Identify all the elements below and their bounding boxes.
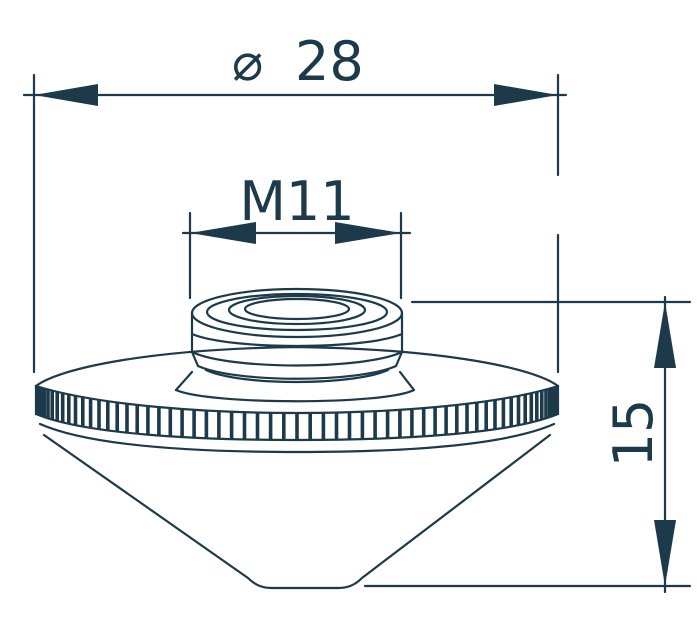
diameter-dimension [22, 73, 568, 374]
stem-mid-band [190, 332, 404, 348]
nozzle-cone [42, 433, 552, 590]
thread-label: M11 [239, 170, 354, 233]
thread-arrow-right [335, 222, 401, 244]
collar-step [174, 370, 416, 392]
bore-outer [227, 294, 367, 326]
height-label: 15 [602, 399, 665, 468]
bore-inner [243, 297, 351, 321]
height-arrow-bottom [654, 520, 676, 586]
collar-outer [174, 388, 416, 403]
height-arrow-top [654, 302, 676, 368]
thread-dimension [181, 211, 412, 300]
diameter-arrow-left [34, 84, 98, 106]
height-dimension [363, 295, 692, 594]
stem-lower-band [190, 350, 404, 367]
flange-bottom-edge [38, 422, 556, 454]
diameter-symbol: ⌀ [232, 33, 263, 93]
stem-bottom-band [196, 364, 398, 380]
collar-groove [204, 368, 390, 384]
diameter-value: 28 [295, 30, 364, 93]
diameter-arrow-right [494, 84, 558, 106]
diameter-label: ⌀ 28 [232, 30, 364, 93]
thread-arrow-left [190, 222, 256, 244]
flange-upper-edge [34, 384, 560, 415]
stem-top-outer [190, 287, 404, 339]
nozzle-body [34, 287, 560, 590]
stem-top-chamfer [205, 292, 389, 332]
